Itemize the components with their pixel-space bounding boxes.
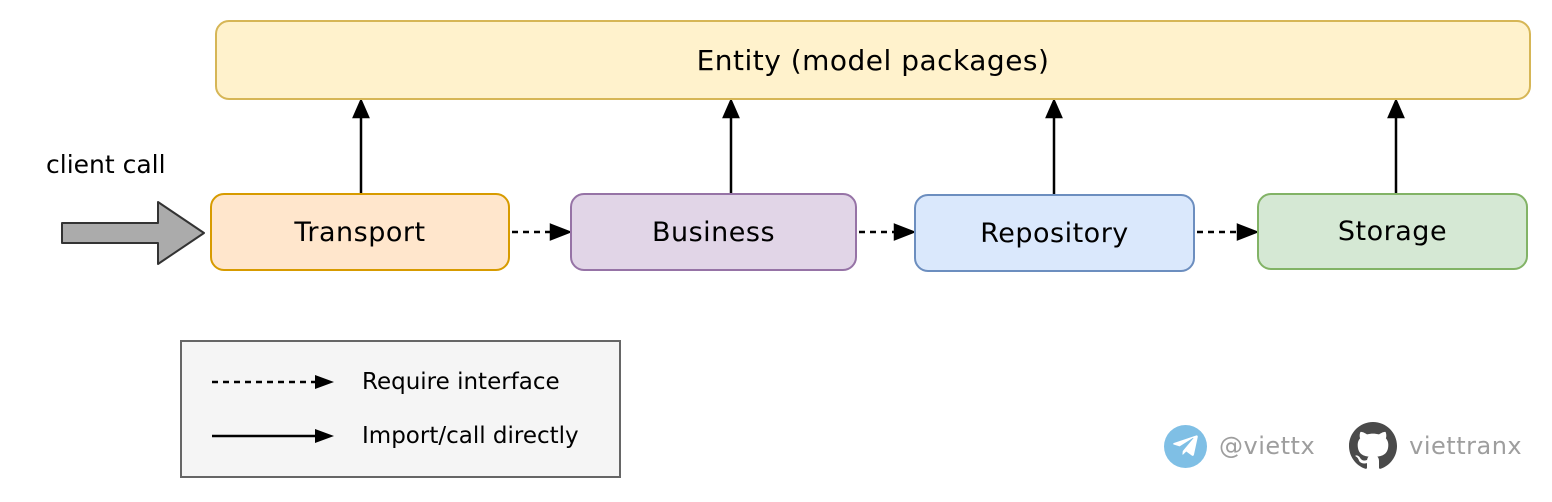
repository-label: Repository: [980, 217, 1129, 249]
legend-item-require-interface: Require interface: [210, 369, 619, 395]
business-label: Business: [651, 216, 776, 248]
connector-business-repository-head: [893, 223, 917, 241]
legend-label: Require interface: [362, 369, 560, 396]
connector-storage-entity-head: [1387, 97, 1405, 119]
telegram-icon: [1164, 424, 1207, 468]
github-handle: viettranx: [1409, 432, 1523, 460]
layer-box-storage: Storage: [1257, 193, 1528, 270]
connector-transport-entity-head: [352, 97, 370, 119]
layer-box-repository: Repository: [914, 194, 1195, 272]
author-handles: @viettx viettranx: [1164, 422, 1522, 470]
legend-box: Require interface Import/call directly: [180, 340, 621, 478]
dashed-arrow-icon: [212, 375, 334, 390]
connector-repository-storage-head: [1236, 223, 1260, 241]
client-call-arrow: [61, 201, 205, 265]
solid-arrow-icon: [212, 428, 334, 443]
transport-label: Transport: [294, 216, 426, 248]
github-icon: [1349, 422, 1398, 470]
layer-box-transport: Transport: [210, 193, 510, 271]
layer-box-business: Business: [570, 193, 857, 271]
telegram-handle: @viettx: [1219, 432, 1316, 460]
legend-item-import-call: Import/call directly: [210, 423, 619, 449]
client-call-label: client call: [46, 150, 166, 179]
connector-transport-business-head: [549, 223, 573, 241]
storage-label: Storage: [1337, 216, 1448, 247]
legend-label: Import/call directly: [362, 422, 579, 449]
entity-label: Entity (model packages): [696, 43, 1050, 77]
entity-box: Entity (model packages): [215, 20, 1531, 100]
connector-business-entity-head: [722, 97, 740, 119]
connector-repository-entity-head: [1045, 97, 1063, 119]
